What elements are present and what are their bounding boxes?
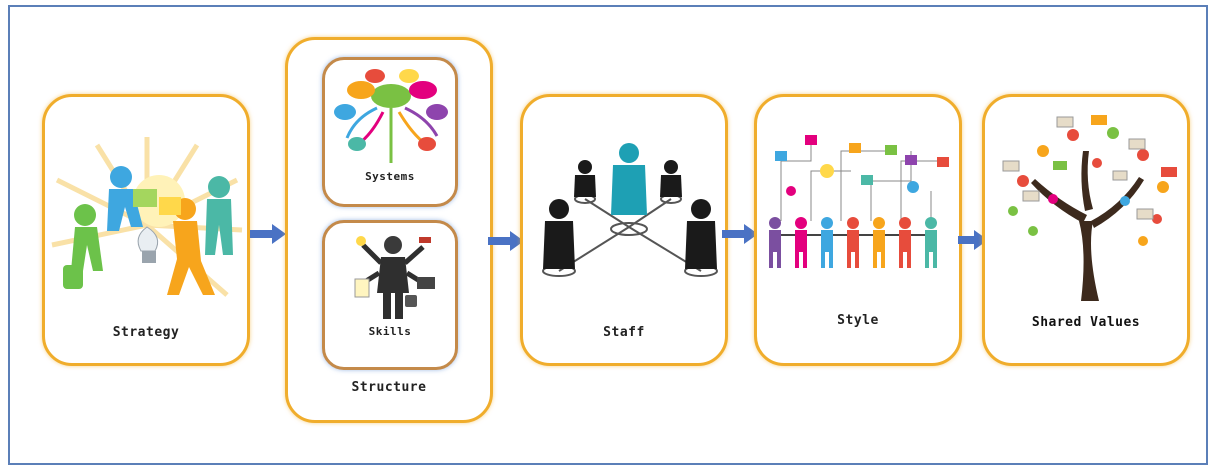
knowledge-tree-icon bbox=[1002, 115, 1177, 301]
structure-card: Systems Skills Structure bbox=[285, 37, 493, 423]
connected-people-icon bbox=[769, 135, 949, 268]
style-label: Style bbox=[837, 313, 879, 328]
skills-label: Skills bbox=[368, 325, 412, 338]
arrow-icon bbox=[722, 224, 758, 244]
arrow-icon bbox=[958, 230, 988, 250]
arrow-icon bbox=[250, 224, 286, 244]
strategy-card: Strategy bbox=[42, 94, 250, 366]
style-card: Style bbox=[754, 94, 962, 366]
skills-card: Skills bbox=[322, 220, 458, 370]
cloud-systems-icon bbox=[334, 69, 448, 163]
systems-label: Systems bbox=[365, 170, 415, 183]
shared-values-label: Shared Values bbox=[1031, 315, 1141, 330]
multitasking-person-icon bbox=[354, 236, 435, 319]
teamwork-puzzle-icon bbox=[51, 137, 243, 297]
org-network-icon bbox=[542, 143, 718, 277]
staff-label: Staff bbox=[603, 325, 645, 340]
systems-card: Systems bbox=[322, 57, 458, 207]
structure-label: Structure bbox=[351, 380, 427, 395]
staff-card: Staff bbox=[520, 94, 728, 366]
arrow-icon bbox=[488, 231, 524, 251]
strategy-label: Strategy bbox=[112, 325, 180, 340]
shared-values-card: Shared Values bbox=[982, 94, 1190, 366]
